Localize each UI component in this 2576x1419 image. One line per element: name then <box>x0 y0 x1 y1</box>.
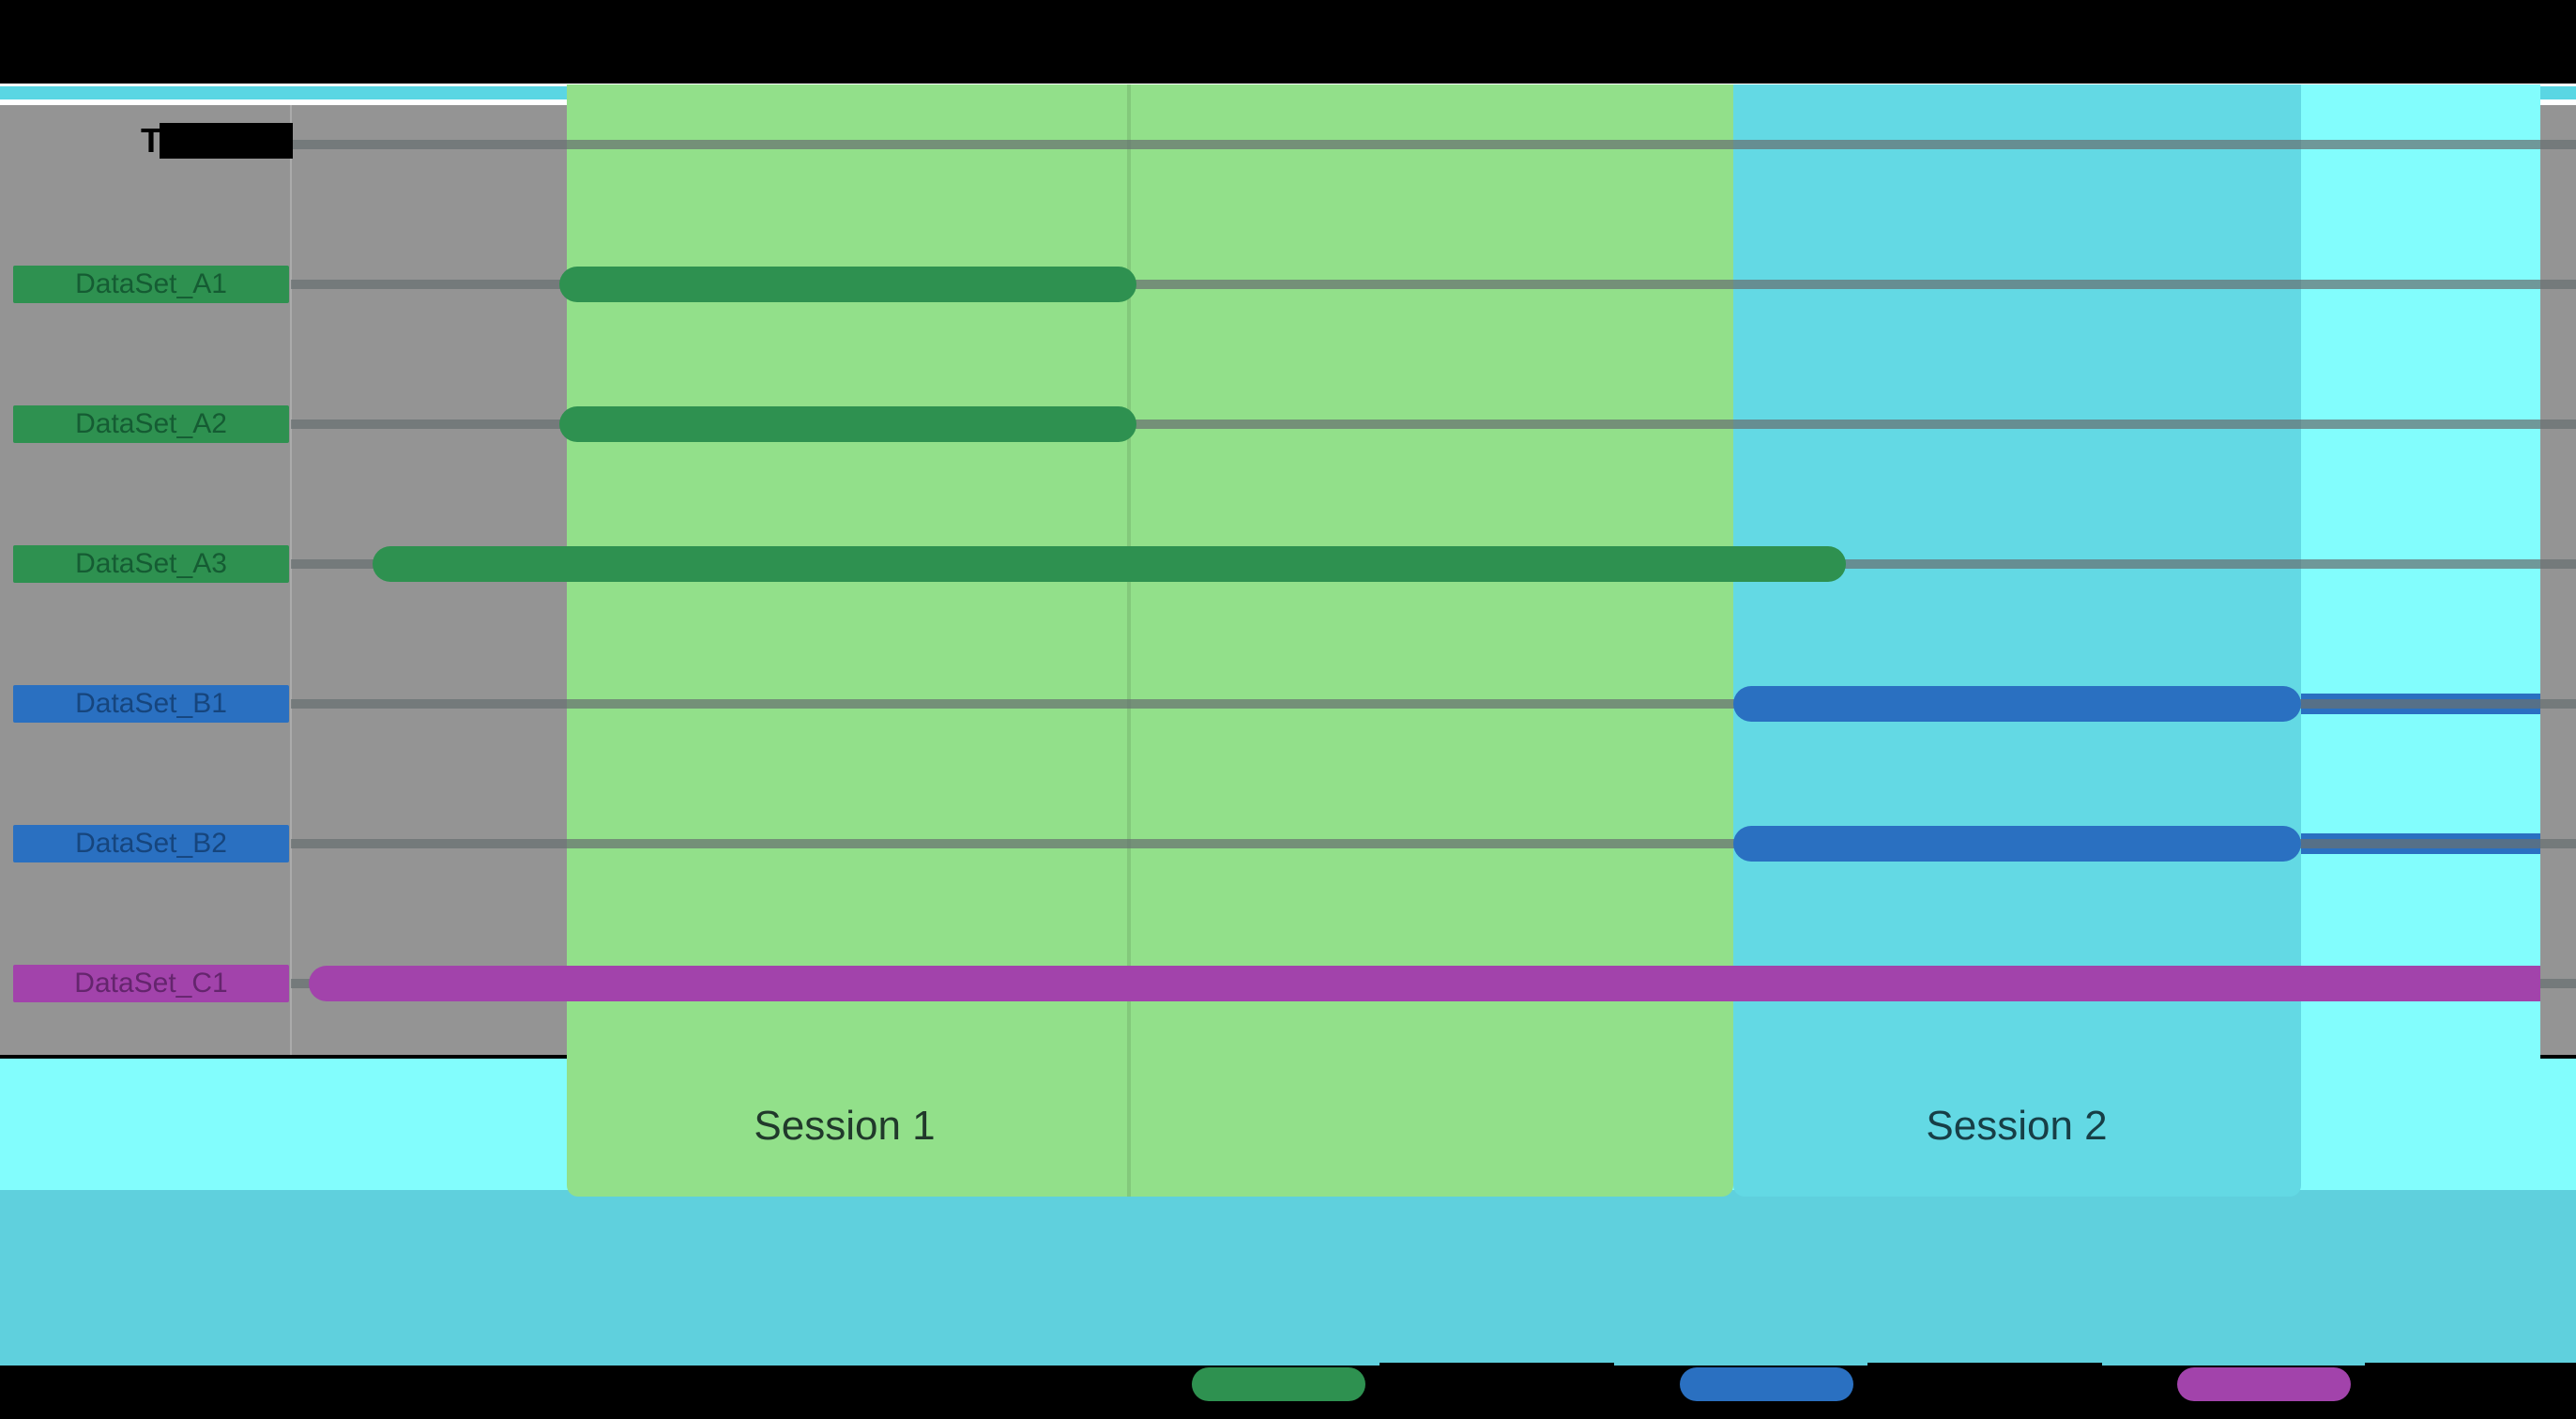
row-label-c1: DataSet_C1 <box>13 965 289 1002</box>
row-label-b1: DataSet_B1 <box>13 685 289 723</box>
row-label-a3: DataSet_A3 <box>13 545 289 583</box>
task-bar-b2 <box>1733 826 2301 862</box>
task-bar-c1 <box>309 966 2540 1001</box>
row-gridline-header <box>291 140 2576 149</box>
session-label-1: Session 1 <box>754 1103 936 1149</box>
row-label-b2: DataSet_B2 <box>13 825 289 862</box>
legend-swatch-3 <box>2177 1367 2351 1401</box>
row-gridline-b2 <box>291 839 2576 848</box>
task-bar-a3 <box>373 546 1846 582</box>
header-row-label: T <box>141 121 161 160</box>
row-gridline-b1 <box>291 699 2576 709</box>
right-gray-strip <box>2540 105 2576 1055</box>
legend-label-redaction-2 <box>1867 1363 2102 1404</box>
session-band-1 <box>567 84 1733 1197</box>
legend-swatch-2 <box>1680 1367 1853 1401</box>
row-label-a2: DataSet_A2 <box>13 405 289 443</box>
row-gridline-a2 <box>291 420 2576 429</box>
header-label-redaction-box <box>160 123 293 159</box>
teal-footer-band <box>0 1190 2576 1366</box>
top-redaction-bar <box>0 0 2576 84</box>
row-gridline-a1 <box>291 280 2576 289</box>
task-bar-b1 <box>1733 686 2301 722</box>
bright-cyan-column <box>2301 84 2540 1190</box>
vertical-gridline <box>1127 84 1131 1197</box>
y-axis-line <box>290 105 292 1055</box>
task-bar-a1 <box>559 267 1136 302</box>
legend-swatch-1 <box>1192 1367 1365 1401</box>
legend-label-redaction-1 <box>1379 1363 1614 1404</box>
session-label-2: Session 2 <box>1926 1103 2108 1149</box>
task-bar-a2 <box>559 406 1136 442</box>
session-band-2 <box>1733 84 2301 1197</box>
legend-label-redaction-3 <box>2365 1363 2576 1404</box>
row-label-a1: DataSet_A1 <box>13 266 289 303</box>
